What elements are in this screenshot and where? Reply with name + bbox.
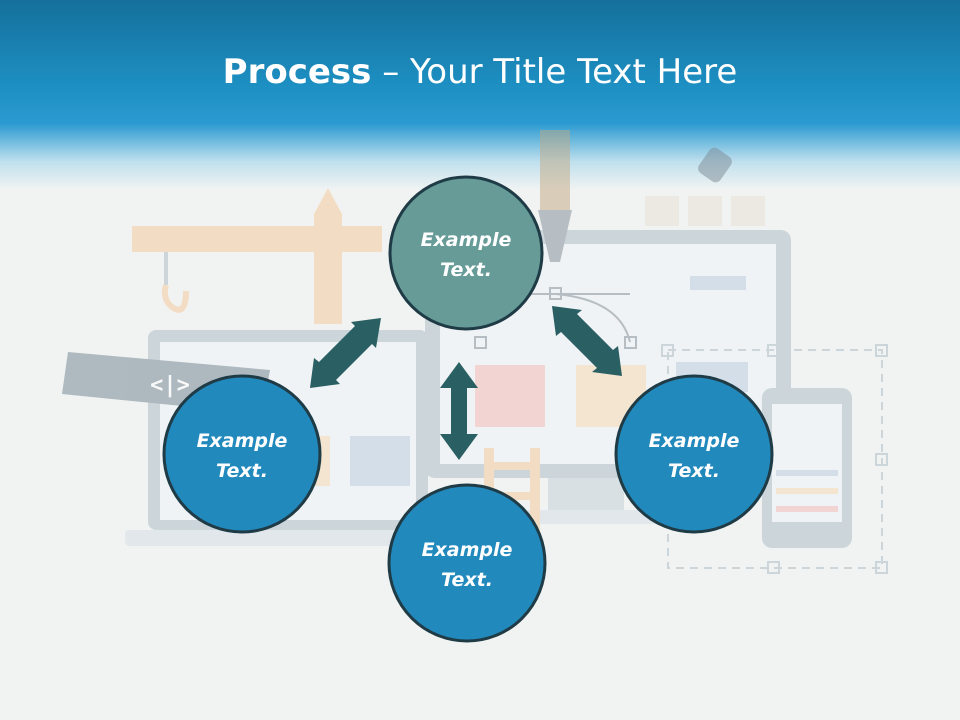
code-sign-text: <|> xyxy=(150,373,190,398)
arrows xyxy=(310,306,622,460)
paint-cans-icon xyxy=(645,196,765,226)
slide-title: Process – Your Title Text Here xyxy=(0,52,960,92)
node-left-line1: Example xyxy=(197,430,288,452)
node-right-line1: Example xyxy=(649,430,740,452)
title-rest: Your Title Text Here xyxy=(410,52,738,92)
node-top-line1: Example xyxy=(421,229,512,251)
node-bottom-line2: Text. xyxy=(441,569,493,591)
arrow-top-left xyxy=(310,318,381,388)
arrow-top-right xyxy=(552,306,622,376)
node-bottom-line1: Example xyxy=(422,539,513,561)
node-left: Example Text. xyxy=(162,374,322,534)
title-bold: Process xyxy=(222,52,372,92)
node-right: Example Text. xyxy=(614,374,774,534)
arrow-vertical xyxy=(440,362,478,460)
node-top: Example Text. xyxy=(388,175,544,331)
header-band xyxy=(0,0,960,190)
node-top-line2: Text. xyxy=(440,259,492,281)
node-bottom: Example Text. xyxy=(387,483,547,643)
node-right-line2: Text. xyxy=(668,460,720,482)
node-left-line2: Text. xyxy=(216,460,268,482)
dropper-icon xyxy=(698,147,732,183)
selection-frame xyxy=(661,344,888,574)
crane-icon xyxy=(132,188,382,324)
title-dash: – xyxy=(371,52,411,92)
pen-icon xyxy=(538,130,572,262)
phone-icon xyxy=(762,388,852,548)
